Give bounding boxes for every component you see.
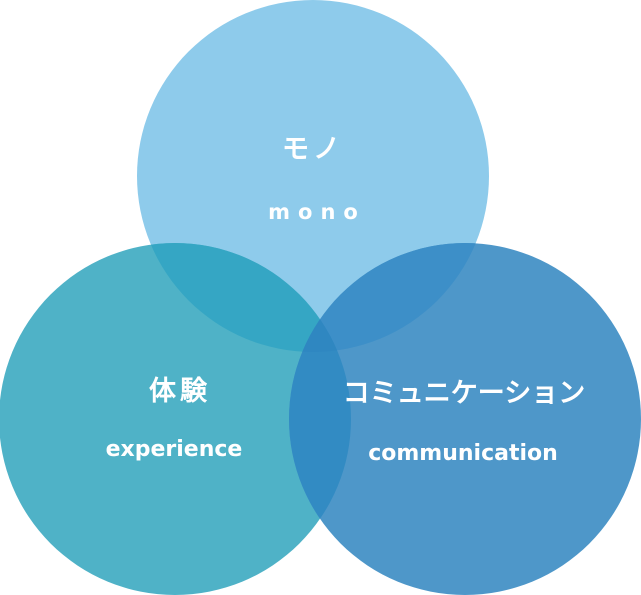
mono-title: モノ <box>282 134 344 165</box>
mono-subtitle: mono <box>268 200 366 224</box>
communication-title: コミュニケーション <box>342 378 586 409</box>
experience-subtitle: experience <box>105 437 243 462</box>
experience-title: 体験 <box>149 376 211 407</box>
overlap-mono-experience <box>137 243 351 352</box>
overlap-mono-communication <box>289 243 489 352</box>
communication-subtitle: communication <box>368 441 558 466</box>
